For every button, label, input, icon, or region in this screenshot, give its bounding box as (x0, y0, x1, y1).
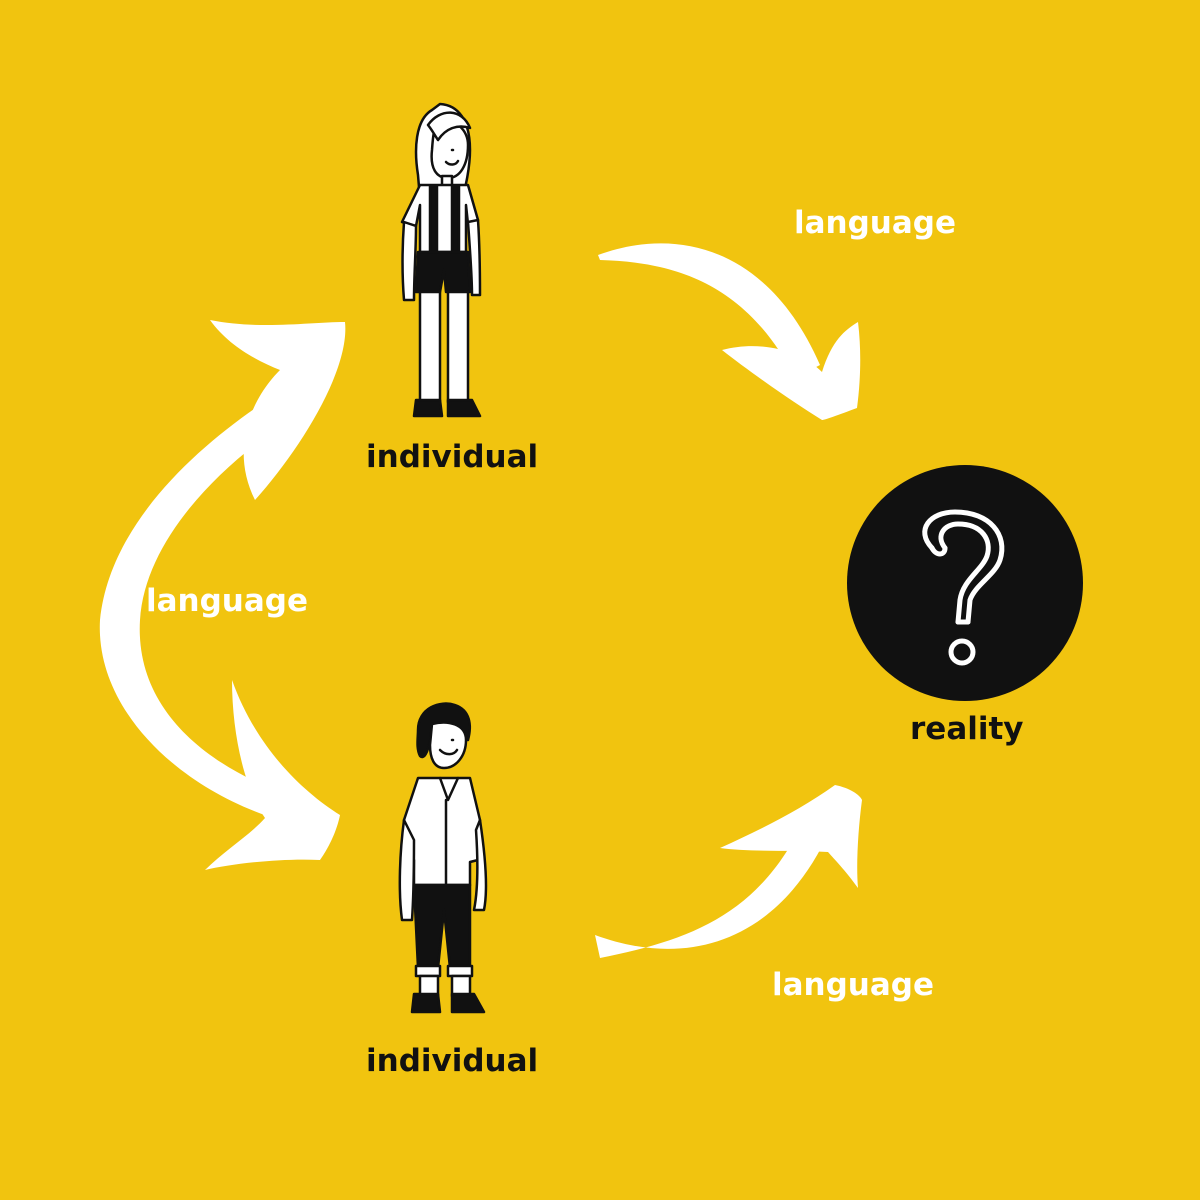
reality-label: reality (910, 714, 1024, 745)
reality-node (847, 465, 1083, 701)
arrow-left-label: language (146, 586, 308, 617)
top-right-arrow (598, 243, 860, 420)
bottom-right-arrow (595, 785, 862, 958)
arrow-bottom-right-label: language (772, 970, 934, 1001)
man-shirt (404, 778, 480, 885)
top-individual-label: individual (366, 442, 538, 473)
left-arrow-head-top (210, 320, 345, 500)
bottom-individual-label: individual (366, 1046, 538, 1077)
arrow-top-right-label: language (794, 208, 956, 239)
man-figure-icon (400, 704, 486, 1012)
man-face (430, 723, 466, 768)
man-pants (414, 885, 470, 968)
woman-figure-icon (402, 104, 480, 416)
woman-shorts (416, 252, 470, 292)
